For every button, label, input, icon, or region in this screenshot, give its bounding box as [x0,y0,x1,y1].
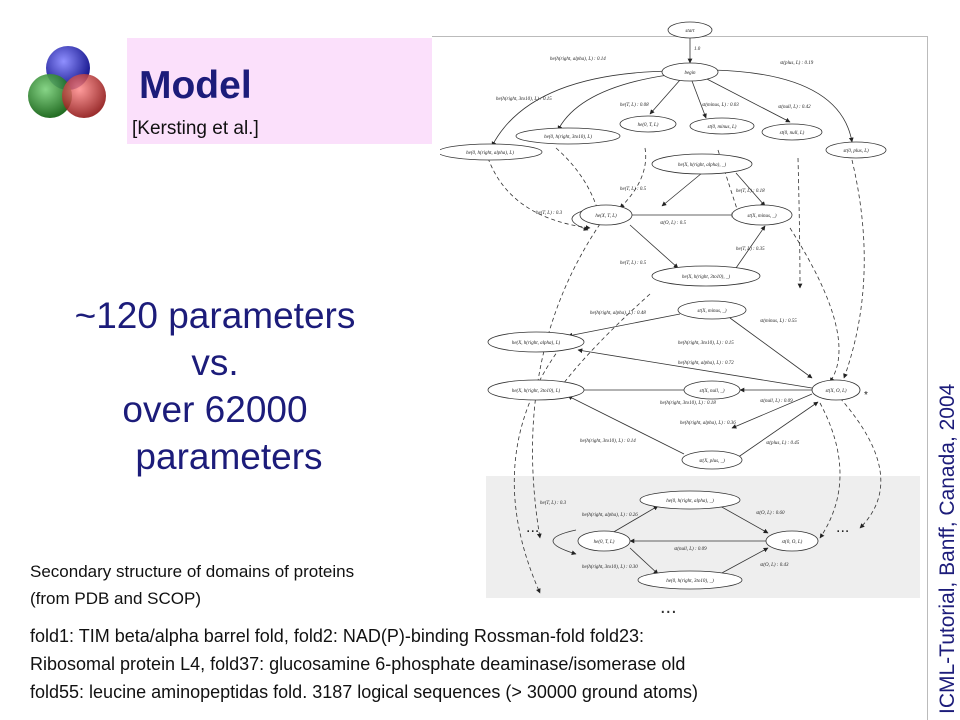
edge-label-b2: st(minus, L) : 0.55 [760,319,797,324]
node-begin-label: begin [684,71,696,76]
edge-label-c6: st(O, L) : 0.43 [760,563,789,568]
node-b2 [487,331,585,353]
caption-line-2: (from PDB and SCOP) [30,589,201,608]
citation: [Kersting et al.] [132,118,259,139]
node-n4 [689,117,755,135]
edge-label-e2: st(plus, L) : 0.19 [780,61,814,66]
edge-label-e3: he(h(right, 3to10), L) : 0.15 [496,97,552,102]
edge-label-c3: st(O, L) : 0.60 [756,511,785,516]
edge-label-e6: st(null, L) : 0.42 [778,105,811,110]
node-begin [661,62,719,82]
node-c-left [577,530,631,552]
node-b5 [681,450,743,470]
description-line-3: fold55: leucine aminopeptidas fold. 3187… [30,682,698,702]
node-b4-label: he(X, h(right, 3to10), L) [512,389,561,394]
edge-label-a1: he(T, L) : 0.5 [620,187,647,192]
edge-label-b1: he(h(right, alpha), L) : 0.48 [590,311,646,316]
caption-line-1: Secondary structure of domains of protei… [30,562,355,581]
node-n4-label: st(0, minus, L) [708,125,737,130]
node-n2-label: he(0, h(right, 3to10), L) [544,135,592,140]
edge-label-c2: he(h(right, alpha), L) : 0.26 [582,513,638,518]
node-a-left-label: he(X, T, L) [595,214,617,219]
node-a-left [579,204,633,226]
node-c-top-label: he(0, h(right, alpha), _) [666,499,714,504]
logo-red-circle [62,74,106,118]
right-ellipsis: ... [836,519,849,536]
node-n6 [825,141,887,159]
edge-label-a3: he(T, L) : 0.3 [536,211,563,216]
edge-label-b9: st(plus, L) : 0.45 [766,441,800,446]
node-c-bot-label: he(0, h(right, 3to10), _) [666,579,714,584]
comparison-line-1: ~120 parameters [74,295,356,336]
edge-label-b8: he(h(right, 3to10), L) : 0.14 [580,439,636,444]
node-a-top [651,153,753,175]
node-n2 [515,127,621,145]
node-n3-label: he(0, T, L) [638,123,659,128]
node-start [667,21,713,39]
edge-label-b6: st(null, L) : 0.09 [760,399,793,404]
diagram-caption: Secondary structure of domains of protei… [30,558,354,612]
edge-label-start-begin: 1.0 [694,47,701,52]
edge-label-c1: he(T, L) : 0.3 [540,501,567,506]
node-b3 [683,380,741,400]
comparison-line-2: vs. [191,342,239,383]
node-c-right-label: st(0, O, L) [782,540,803,545]
edge-label-a5: he(T, L) : 0.5 [620,261,647,266]
edge-label-c5: he(h(right, 3to10), L) : 0.30 [582,565,638,570]
node-c-right [765,530,819,552]
node-b-right [811,379,861,401]
logo [28,46,106,118]
comparison-line-3: over 62000 [122,389,308,430]
edge-label-b5: he(h(right, 3to10), L) : 0.18 [660,401,716,406]
side-divider [927,36,928,720]
edge-label-a6: he(T, L) : 0.35 [736,247,765,252]
node-n5 [761,123,823,141]
edge-label-c4: st(null, L) : 0.09 [674,547,707,552]
left-ellipsis: ... [526,519,539,536]
node-c-bot [637,570,743,590]
node-n5-label: st(0, null, L) [780,131,805,136]
asterisk-marker: * [864,390,868,401]
node-a-bot [651,265,761,287]
node-start-label: start [685,29,695,34]
dataset-description: fold1: TIM beta/alpha barrel fold, fold2… [30,622,920,706]
parameter-comparison: ~120 parameters vs. over 62000 parameter… [60,292,370,480]
title-band [127,38,432,144]
model-diagram: start begin he(0, h(right, alpha), L) he… [440,21,920,598]
side-label: ICML-Tutorial, Banff, Canada, 2004 [936,383,959,714]
description-line-2: Ribosomal protein L4, fold37: glucosamin… [30,654,686,674]
node-b1 [677,300,747,320]
node-n1-label: he(0, h(right, alpha), L) [466,151,514,156]
node-n6-label: st(0, plus, L) [843,149,869,154]
node-b1-label: st(X, minus, _) [697,309,727,314]
node-b3-label: st(X, null, _) [700,389,725,394]
description-line-1: fold1: TIM beta/alpha barrel fold, fold2… [30,626,644,646]
edge-label-b3: he(h(right, 3to10), L) : 0.15 [678,341,734,346]
node-c-left-label: he(0, T, L) [594,540,615,545]
edge-label-e5: st(minus, L) : 0.03 [702,103,739,108]
bottom-ellipsis: ... [660,596,677,618]
node-a-top-label: he(X, h(right, alpha), _) [678,163,726,168]
edge-label-a2: he(T, L) : 0.18 [736,189,765,194]
slide-title: Model [139,64,252,107]
edge-label-b7: he(h(right, alpha), L) : 0.36 [680,421,736,426]
node-b2-label: he(X, h(right, alpha), L) [512,341,561,346]
node-n1 [440,143,543,161]
node-c-top [639,490,741,510]
node-a-right [731,204,793,226]
node-b4 [487,379,585,401]
edge-label-e1: he(h(right, alpha), L) : 0.14 [550,57,606,62]
node-n3 [619,115,677,133]
node-a-bot-label: he(X, h(right, 3to10), _) [682,275,730,280]
node-b-right-label: st(X, O, L) [825,389,846,394]
edge-label-e4: he(T, L) : 0.08 [620,103,649,108]
edge-label-b4: he(h(right, alpha), L) : 0.72 [678,361,734,366]
node-b5-label: st(X, plus, _) [699,459,725,464]
logo-green-circle [28,74,72,118]
edge-label-a4: st(O, L) : 0.5 [660,221,686,226]
node-a-right-label: st(X, minus, _) [747,214,777,219]
comparison-line-4: parameters [135,436,323,477]
